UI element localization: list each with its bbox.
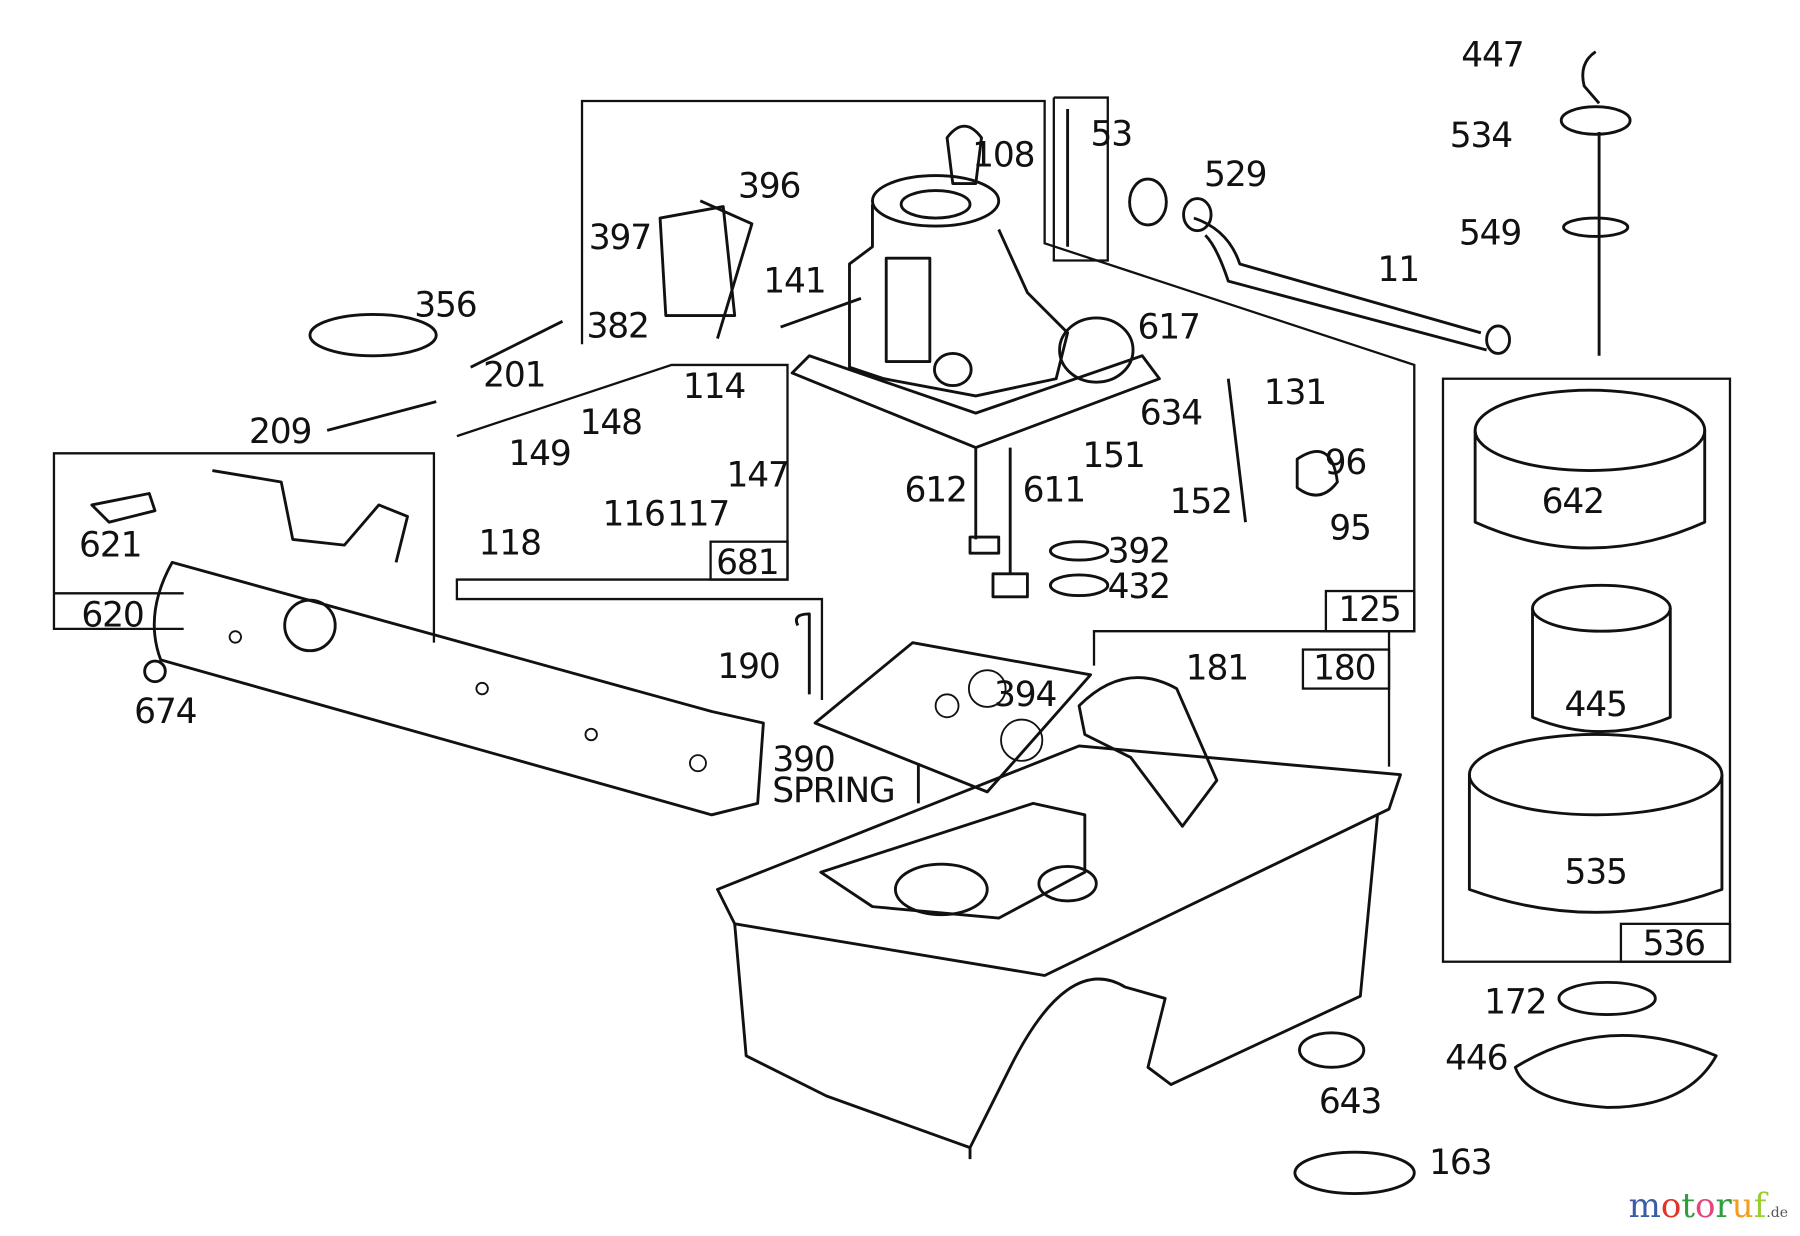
part-label-147: 147 bbox=[727, 456, 789, 496]
group-box-681-tag bbox=[709, 540, 789, 581]
group-box-180 bbox=[1092, 630, 1391, 767]
part-label-447: 447 bbox=[1461, 36, 1523, 76]
part-label-116: 116 bbox=[603, 495, 665, 535]
part-label-117: 117 bbox=[667, 495, 729, 535]
part-label-397: 397 bbox=[589, 218, 651, 258]
part-label-611: 611 bbox=[1023, 471, 1085, 511]
part-label-149: 149 bbox=[508, 434, 570, 474]
watermark-letter: r bbox=[1715, 1186, 1732, 1226]
fuel-pipe bbox=[1128, 177, 1512, 355]
part-label-390: 390 bbox=[772, 740, 834, 780]
part-label-209: 209 bbox=[249, 412, 311, 452]
group-label-681: 681 bbox=[716, 543, 778, 583]
watermark-letter: t bbox=[1681, 1186, 1696, 1226]
group-box-536 bbox=[1441, 377, 1732, 963]
group-box-681 bbox=[455, 363, 824, 701]
group-label-536: 536 bbox=[1643, 924, 1705, 964]
part-label-634: 634 bbox=[1140, 394, 1202, 434]
part-label-382: 382 bbox=[586, 306, 648, 346]
part-label-181: 181 bbox=[1186, 648, 1248, 688]
part-label-432: 432 bbox=[1108, 567, 1170, 607]
small-parts bbox=[90, 109, 1339, 804]
group-label-125: 125 bbox=[1338, 590, 1400, 630]
group-box-180-tag bbox=[1301, 648, 1391, 690]
part-label-190: 190 bbox=[717, 647, 779, 687]
part-label-108: 108 bbox=[972, 135, 1034, 175]
gasket-394 bbox=[813, 641, 1092, 794]
part-label-356: 356 bbox=[414, 286, 476, 326]
watermark-letter: o bbox=[1695, 1186, 1716, 1226]
group-label-620: 620 bbox=[81, 596, 143, 636]
part-label-201: 201 bbox=[483, 356, 545, 396]
watermark-letter: o bbox=[1660, 1186, 1682, 1226]
part-label-163: 163 bbox=[1429, 1143, 1491, 1183]
part-label-151: 151 bbox=[1082, 436, 1144, 476]
part-label-118: 118 bbox=[479, 523, 541, 563]
part-label-612: 612 bbox=[904, 471, 966, 511]
group-labels: 681 125 620 180 536 bbox=[81, 543, 1706, 964]
watermark-logo: motoruf.de bbox=[1629, 1186, 1788, 1226]
part-label-621: 621 bbox=[79, 526, 141, 566]
watermark-letter: f bbox=[1753, 1186, 1767, 1226]
part-label-674: 674 bbox=[134, 692, 196, 732]
part-label-392: 392 bbox=[1108, 531, 1170, 571]
part-label-396: 396 bbox=[738, 166, 800, 206]
part-label-534: 534 bbox=[1450, 116, 1512, 156]
part-label-446: 446 bbox=[1445, 1039, 1507, 1079]
part-label-114: 114 bbox=[683, 367, 745, 407]
part-label-549: 549 bbox=[1459, 213, 1521, 253]
group-box-536-tag bbox=[1619, 922, 1732, 963]
fuel-tank bbox=[716, 676, 1402, 1160]
part-label-617: 617 bbox=[1137, 308, 1199, 348]
watermark-letter: m bbox=[1628, 1186, 1661, 1226]
part-label-529: 529 bbox=[1204, 155, 1266, 195]
part-label-53: 53 bbox=[1090, 115, 1132, 155]
part-label-172: 172 bbox=[1484, 982, 1546, 1022]
part-label-96: 96 bbox=[1325, 443, 1367, 483]
part-labels: 447 534 549 53 108 529 396 397 11 141 356 382 617 201… bbox=[79, 36, 1628, 1183]
part-label-535: 535 bbox=[1565, 853, 1627, 893]
part-label-148: 148 bbox=[580, 403, 642, 443]
part-label-394: 394 bbox=[994, 675, 1056, 715]
watermark-letter: u bbox=[1731, 1186, 1754, 1226]
watermark-suffix: .de bbox=[1766, 1205, 1788, 1221]
part-label-11: 11 bbox=[1377, 250, 1419, 290]
throttle-bracket bbox=[152, 469, 765, 817]
part-label-643: 643 bbox=[1319, 1082, 1381, 1122]
group-box-620 bbox=[52, 452, 436, 643]
part-label-131: 131 bbox=[1264, 373, 1326, 413]
group-label-180: 180 bbox=[1313, 648, 1375, 688]
part-label-445: 445 bbox=[1565, 685, 1627, 725]
part-label-95: 95 bbox=[1329, 508, 1371, 548]
part-label-642: 642 bbox=[1542, 482, 1604, 522]
part-label-141: 141 bbox=[763, 262, 825, 302]
group-box-53 bbox=[1052, 96, 1109, 262]
part-label-spring: SPRING bbox=[772, 771, 894, 811]
part-label-152: 152 bbox=[1170, 482, 1232, 522]
air-filter-parts bbox=[1293, 50, 1724, 1195]
